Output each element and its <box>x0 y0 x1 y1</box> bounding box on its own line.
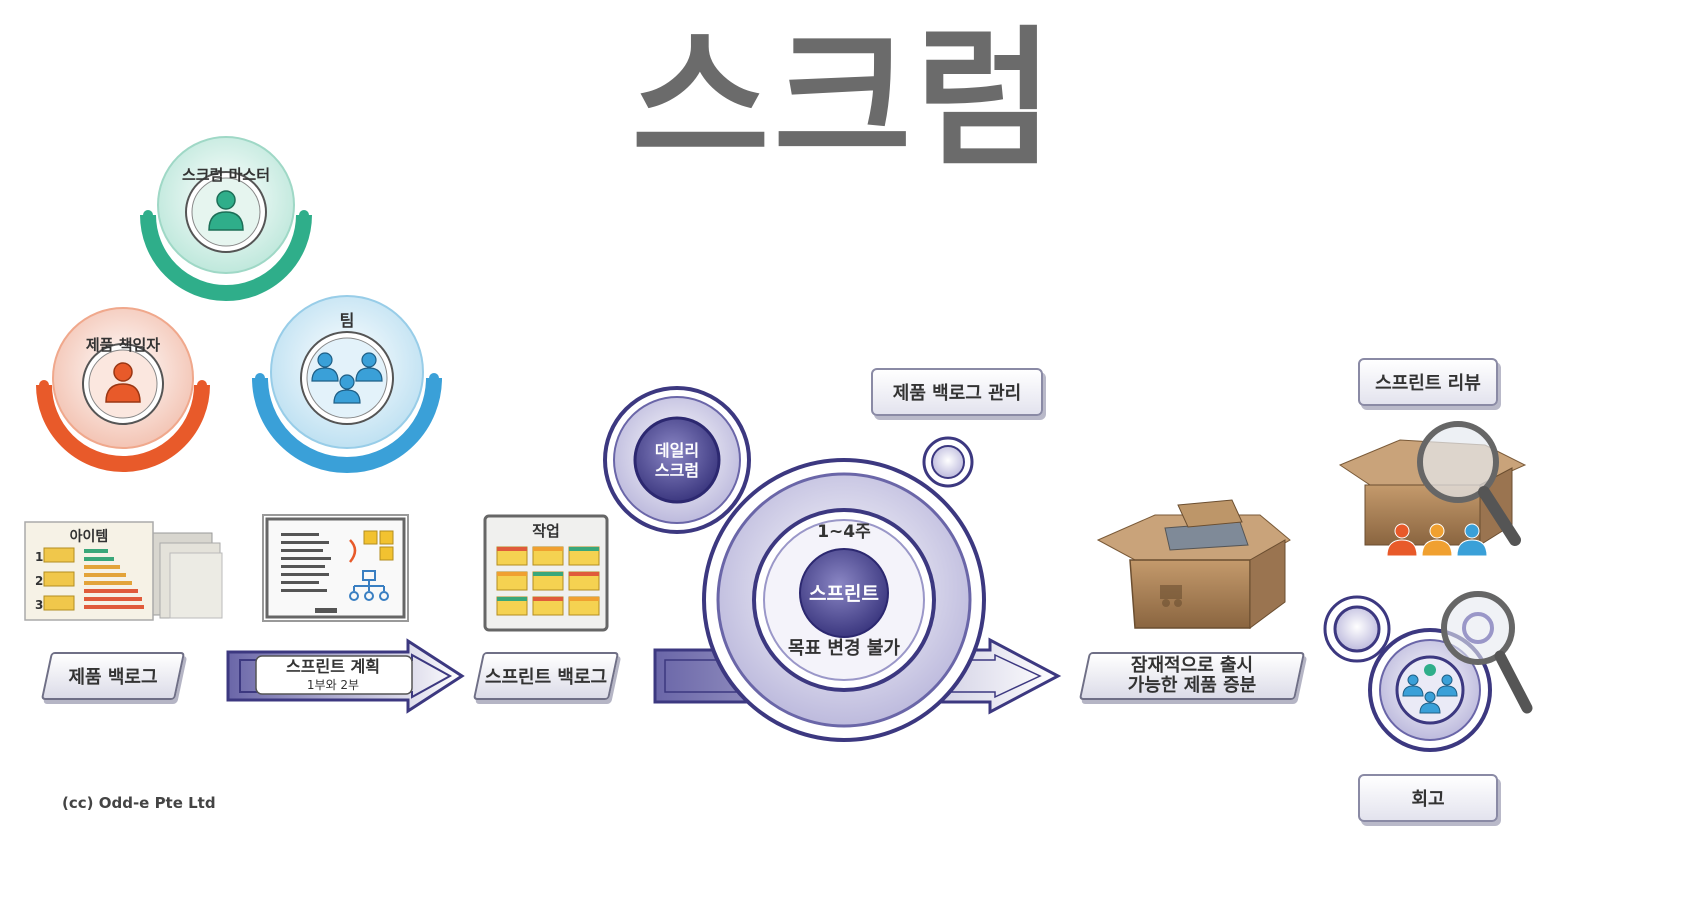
backlog-number: 2 <box>35 574 43 588</box>
team-role <box>252 295 442 473</box>
retrospective-label: 회고 <box>1358 774 1498 822</box>
sprint-planning-arrow <box>226 638 465 714</box>
task-note-tag <box>569 547 599 551</box>
magnifier-icon <box>1441 591 1533 714</box>
sticky-note-icon <box>363 530 394 561</box>
daily-scrum <box>603 386 751 534</box>
team-icon <box>1402 674 1458 714</box>
box-icon <box>1096 499 1291 629</box>
sprint-backlog-label: 스프린트 백로그 <box>478 652 614 700</box>
backlog-board-heading: 아이템 <box>70 528 109 545</box>
product-backlog-label: 제품 백로그 <box>46 652 180 700</box>
stakeholders-icon <box>1386 523 1488 557</box>
increment-label: 잠재적으로 출시 가능한 제품 증분 <box>1084 652 1300 700</box>
daily-scrum-label-2: 스크럼 <box>655 461 699 480</box>
copyright-text: (cc) Odd-e Pte Ltd <box>62 794 216 812</box>
sprint-label: 스프린트 <box>809 583 879 605</box>
product-owner-role <box>36 307 210 472</box>
org-chart-icon <box>349 570 389 601</box>
product-backlog-board <box>24 521 223 621</box>
task-note-tag <box>497 572 527 576</box>
magnifier-icon <box>1417 421 1521 546</box>
task-note-tag <box>569 572 599 576</box>
backlog-number: 1 <box>35 550 43 564</box>
sprint-review-label: 스프린트 리뷰 <box>1358 358 1498 406</box>
task-note-tag <box>533 597 563 601</box>
task-note-tag <box>497 547 527 551</box>
team-label: 팀 <box>340 311 355 330</box>
product-owner-label: 제품 책임자 <box>86 336 160 354</box>
refinement-circle <box>922 436 974 488</box>
sprint-planning-sublabel: 1부와 2부 <box>307 678 359 692</box>
sprint-cycle <box>702 458 986 742</box>
sprint-planning-label: 스프린트 계획 <box>286 657 380 676</box>
person-icon <box>105 362 141 403</box>
task-note-tag <box>569 597 599 601</box>
sprint-review-illustration <box>1338 421 1527 557</box>
sprint-task-board <box>483 514 609 632</box>
scrum-master-role <box>140 136 312 301</box>
scrum-master-label: 스크럼 마스터 <box>182 166 270 184</box>
task-board-heading: 작업 <box>532 522 560 540</box>
task-note-tag <box>533 547 563 551</box>
retrospective-illustration <box>1323 591 1533 752</box>
task-note-tag <box>533 572 563 576</box>
person-icon <box>208 190 244 231</box>
planning-whiteboard <box>262 514 409 622</box>
daily-scrum-label-1: 데일리 <box>655 441 699 460</box>
backlog-number: 3 <box>35 598 43 612</box>
product-backlog-refinement-label: 제품 백로그 관리 <box>871 368 1043 416</box>
task-note-tag <box>497 597 527 601</box>
no-goal-change-label: 목표 변경 불가 <box>788 638 900 659</box>
sprint-duration: 1~4주 <box>817 522 871 542</box>
page-title: 스크럼 <box>631 13 1058 187</box>
team-icon <box>311 352 383 404</box>
